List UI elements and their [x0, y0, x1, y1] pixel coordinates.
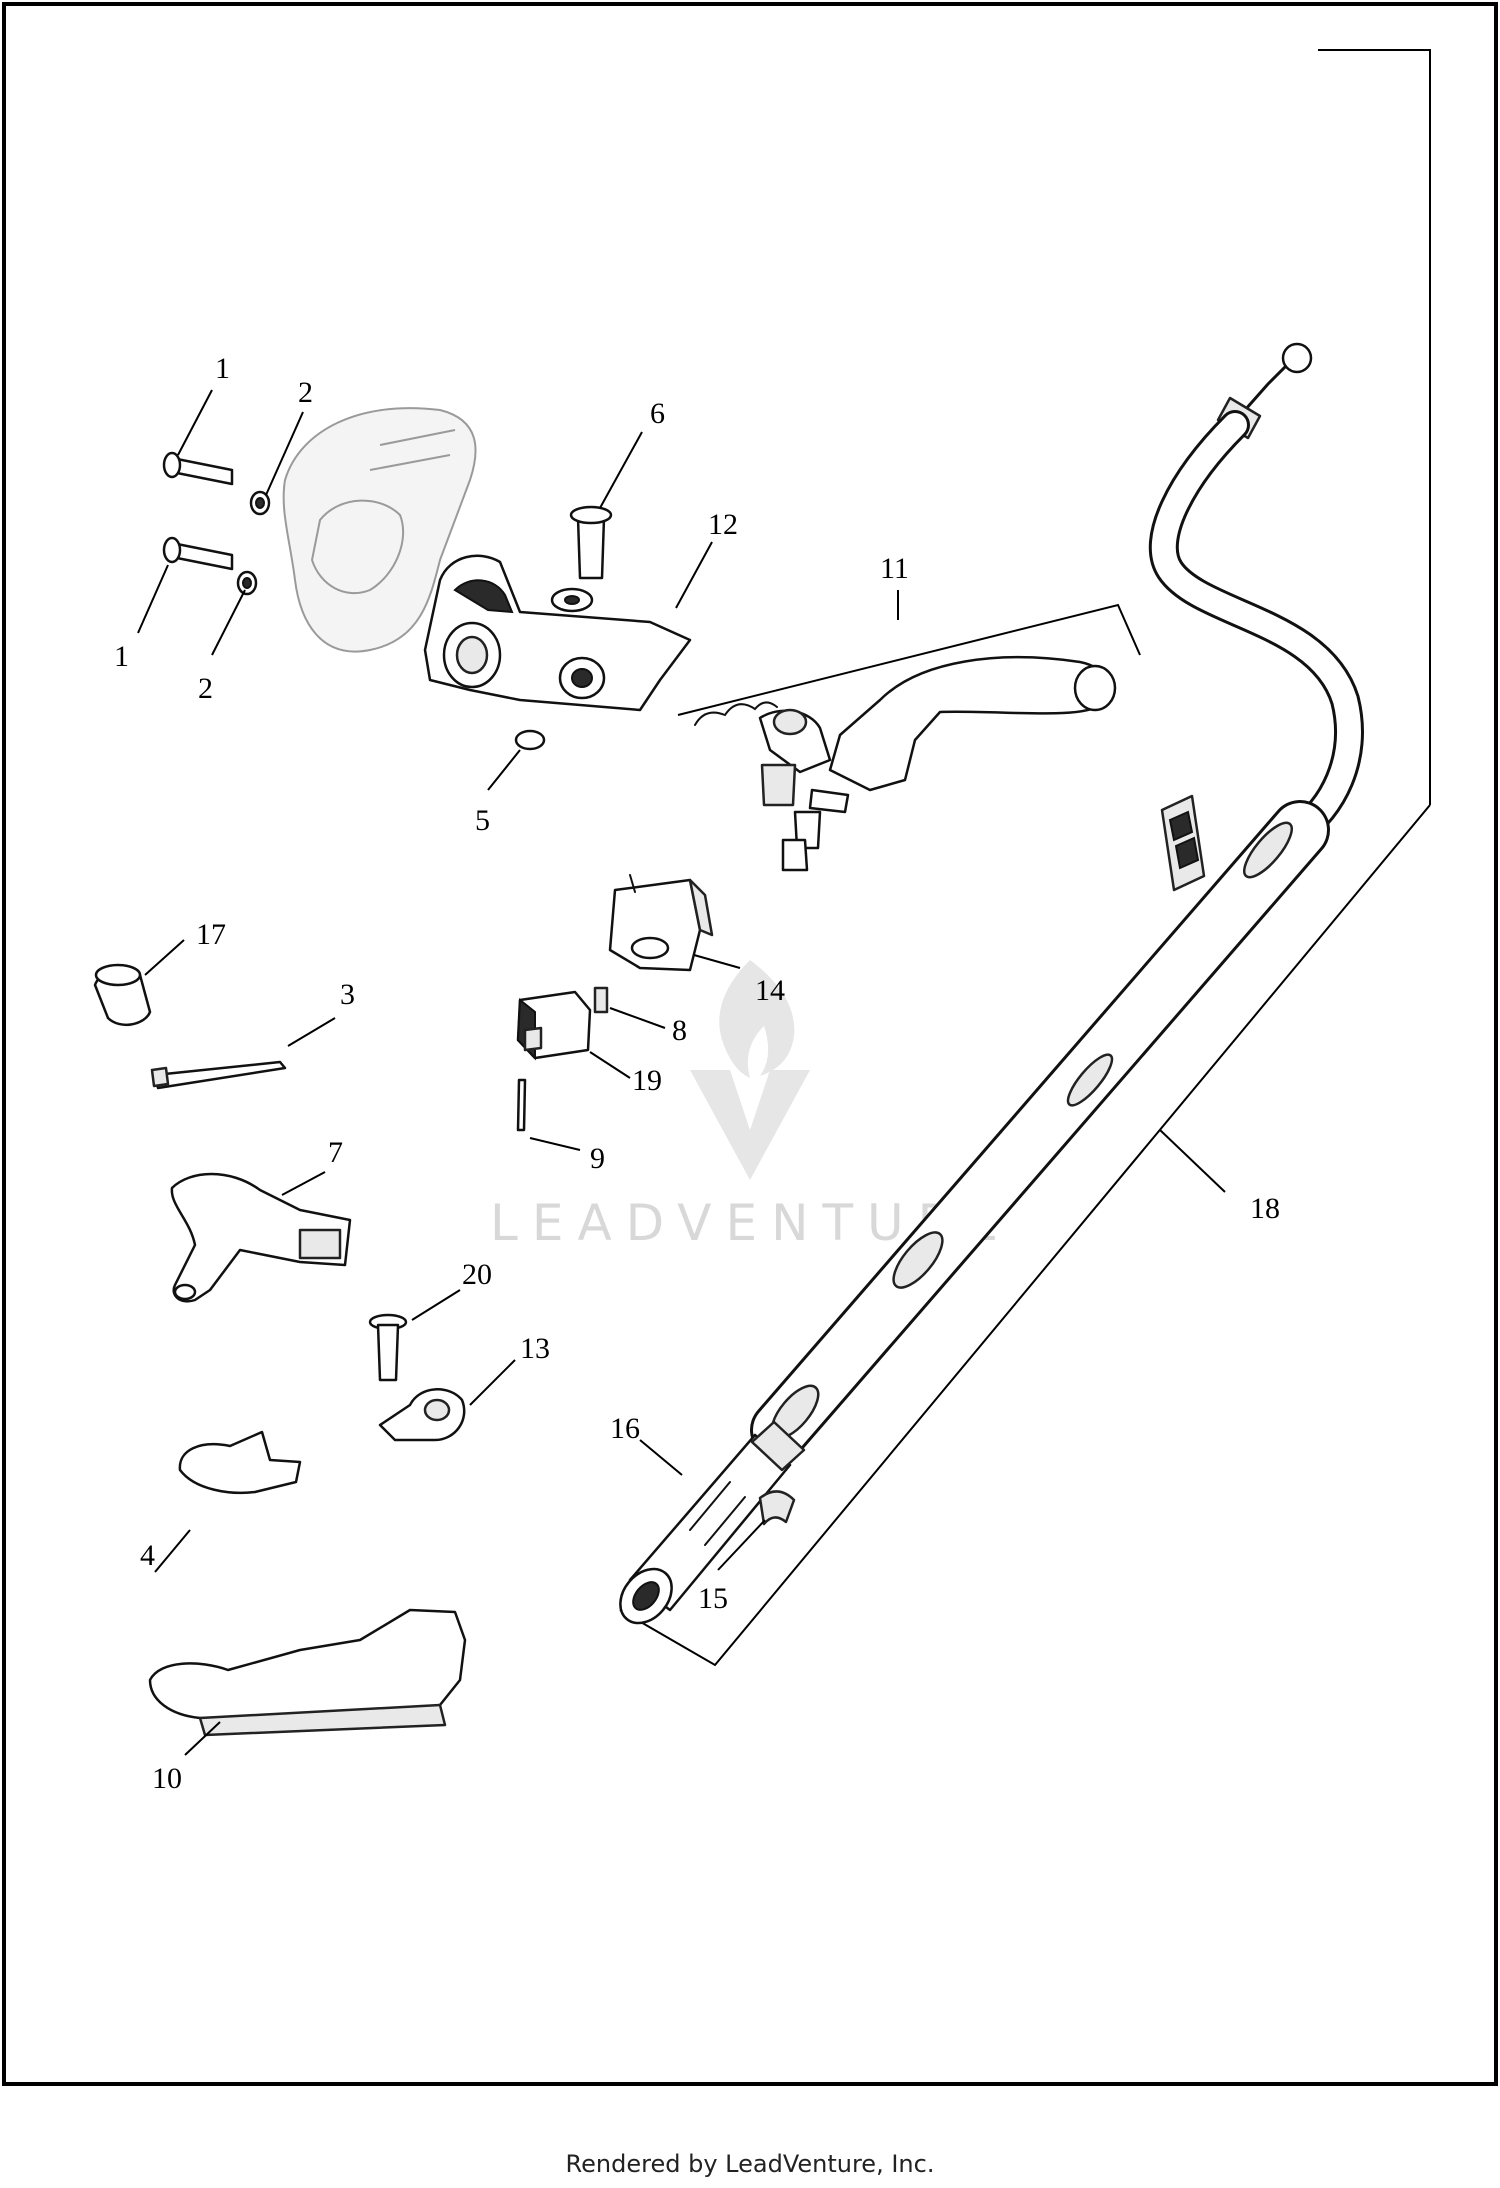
callout-12: 12	[708, 508, 738, 541]
clamp	[178, 1430, 302, 1495]
callout-18: 18	[1250, 1192, 1280, 1225]
watermark-logo	[690, 960, 810, 1180]
callout-11: 11	[880, 552, 909, 585]
retaining-ring	[514, 729, 546, 751]
harness-clip	[170, 1172, 352, 1303]
pivot-pin	[569, 505, 613, 580]
callout-15: 15	[698, 1582, 728, 1615]
callout-4: 4	[140, 1539, 155, 1572]
diagram-frame	[2, 2, 1498, 2086]
callout-2-bottom: 2	[198, 672, 213, 705]
callouts: 1 2 1 2 6 12 11 5 17 3 14 8 19 9 7 18 20…	[114, 352, 1280, 1795]
bracket-18	[619, 49, 1431, 1667]
callout-17: 17	[196, 918, 226, 951]
flange-bolt	[368, 1313, 408, 1382]
switch-housing-ghost	[282, 407, 477, 653]
callout-1-bottom: 1	[114, 640, 129, 673]
small-screw	[593, 986, 609, 1014]
lever-bracket	[423, 554, 692, 712]
switch-screw	[516, 1078, 527, 1132]
cable-adjuster	[619, 1420, 806, 1625]
callout-13: 13	[520, 1332, 550, 1365]
callout-16: 16	[610, 1412, 640, 1445]
callout-1-top: 1	[215, 352, 230, 385]
callout-19: 19	[632, 1064, 662, 1097]
callout-2-top: 2	[298, 376, 313, 409]
callout-20: 20	[462, 1258, 492, 1291]
clutch-cable	[750, 342, 1364, 1460]
clutch-lever	[694, 655, 1117, 872]
callout-7: 7	[328, 1136, 343, 1169]
switch-cover	[608, 874, 714, 972]
grommet	[93, 963, 152, 1027]
harness-cover	[148, 1608, 467, 1737]
p-clip	[378, 1388, 466, 1442]
callout-9: 9	[590, 1142, 605, 1175]
render-credit: Rendered by LeadVenture, Inc.	[565, 2150, 935, 2178]
callout-8: 8	[672, 1014, 687, 1047]
callout-3: 3	[340, 978, 355, 1011]
pins-and-washers	[162, 451, 271, 596]
cable-strap	[150, 1060, 287, 1090]
callout-6: 6	[650, 397, 665, 430]
callout-10: 10	[152, 1762, 182, 1795]
leader-lines	[137, 389, 1226, 1756]
clutch-switch	[516, 990, 592, 1061]
cable-nut	[758, 1490, 796, 1526]
callout-5: 5	[475, 804, 490, 837]
callout-14: 14	[755, 974, 785, 1007]
